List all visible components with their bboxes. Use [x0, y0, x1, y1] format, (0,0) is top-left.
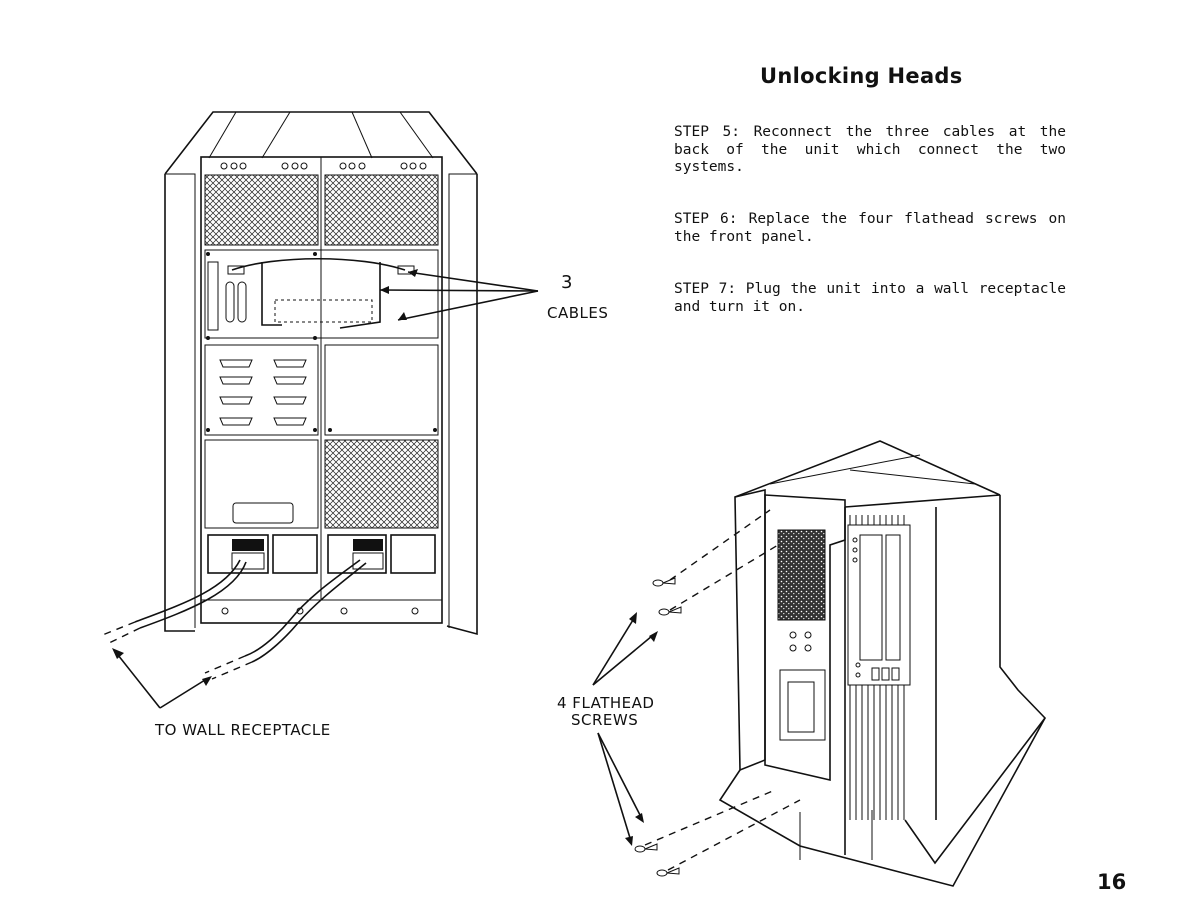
step-6-text: STEP 6: Replace the four flathead screws…	[674, 211, 1066, 245]
page-number: 16	[1097, 870, 1127, 894]
rear-view-cabinet	[164, 111, 478, 636]
step-7-text: STEP 7: Plug the unit into a wall recept…	[674, 281, 1066, 315]
wall-receptacle-label: TO WALL RECEPTACLE	[155, 721, 331, 739]
front-view-cabinet	[718, 440, 1047, 887]
power-cords	[99, 559, 367, 680]
page-title: Unlocking Heads	[760, 64, 963, 88]
flathead-screws-label-line2: SCREWS	[571, 711, 639, 729]
flathead-screw-icons	[634, 509, 801, 877]
cable-pointer-arrows	[379, 269, 539, 321]
screw-pointer-arrows	[592, 612, 658, 846]
cable-count-label: 3	[561, 272, 573, 293]
cables-label: CABLES	[547, 304, 609, 322]
receptacle-pointer-arrows	[112, 648, 212, 709]
step-5-text: STEP 5: Reconnect the three cables at th…	[674, 124, 1066, 175]
flathead-screws-label-line1: 4 FLATHEAD	[557, 694, 655, 712]
